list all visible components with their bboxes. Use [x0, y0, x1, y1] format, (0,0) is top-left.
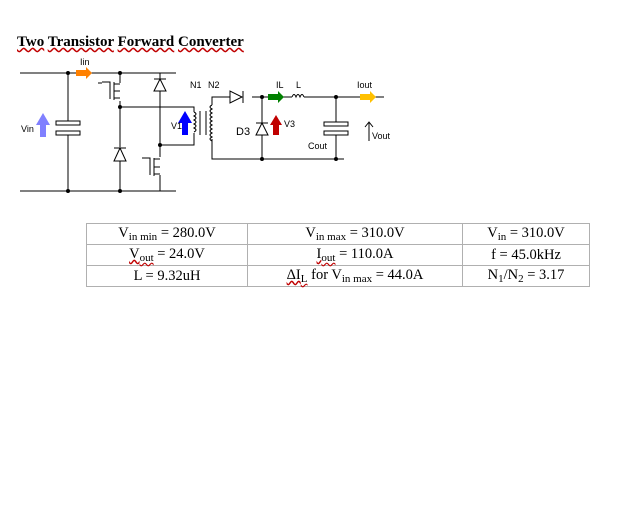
cell-subscript: out [139, 252, 154, 264]
label-v3: V3 [284, 119, 295, 129]
vout-arrow [364, 121, 374, 141]
cell-text: ΔI [286, 267, 301, 283]
table-cell: Vin max = 310.0V [247, 223, 463, 245]
v1-arrow [178, 111, 192, 135]
cell-text: = 280.0V [157, 225, 216, 241]
cell-text: I [316, 246, 322, 262]
cell-subscript: in max [315, 231, 347, 243]
junction-dots [66, 71, 338, 193]
cell-text: = 110.0A [335, 246, 394, 262]
table-cell: Vout = 24.0V [86, 244, 248, 266]
cell-subscript: in min [128, 231, 158, 243]
cell-text: f = 45.0kHz [491, 246, 561, 263]
label-n1: N1 [190, 80, 202, 90]
cell-text: L = 9.32uH [133, 267, 201, 284]
cell-text: = 310.0V [346, 225, 405, 241]
label-cout: Cout [308, 141, 328, 151]
rectifier-diode [229, 90, 244, 104]
transformer [192, 104, 214, 142]
page-title: Two Transistor Forward Converter [17, 34, 244, 51]
cell-subscript: in [497, 231, 507, 243]
cell-text: V [305, 225, 316, 241]
cell-subscript: out [321, 252, 336, 264]
q1-mosfet [98, 81, 120, 100]
cell-subscript: L [300, 273, 308, 285]
table-row: L = 9.32uH ΔIL for Vin max = 44.0A N1/N2… [86, 265, 590, 287]
label-il: IL [276, 80, 284, 90]
table-cell: f = 45.0kHz [462, 244, 590, 266]
label-iin: Iin [80, 57, 90, 67]
parameter-table: Vin min = 280.0V Vin max = 310.0V Vin = … [86, 223, 590, 287]
d2-diode [113, 146, 127, 162]
table-cell: Vin min = 280.0V [86, 223, 248, 245]
title-word-2: Transistor [47, 34, 114, 50]
q2-mosfet [142, 157, 160, 176]
label-vin: Vin [21, 124, 34, 134]
d1-diode [153, 77, 167, 92]
cell-text: = 24.0V [153, 246, 205, 262]
label-vout: Vout [372, 131, 391, 141]
cell-text: = 3.17 [523, 267, 565, 283]
label-v1: V1 [171, 121, 182, 131]
cell-text: /N [503, 267, 519, 283]
title-word-4: Converter [178, 34, 244, 50]
table-cell: Vin = 310.0V [462, 223, 590, 245]
title-word-3: Forward [117, 34, 175, 50]
cell-text: V [487, 225, 498, 241]
converter-schematic: Iin N1 N2 IL L Iout Vin V1 D3 V3 Cout Vo… [20, 57, 391, 193]
vin-arrow [36, 113, 50, 137]
cell-text: V [129, 246, 140, 262]
d1-branch-wire [159, 73, 195, 146]
cell-text: = 44.0A [372, 267, 424, 283]
il-arrow [268, 91, 284, 103]
cell-subscript: 1 [498, 273, 504, 285]
table-row: Vin min = 280.0V Vin max = 310.0V Vin = … [86, 223, 590, 245]
label-l: L [296, 80, 301, 90]
cell-text: = 310.0V [506, 225, 565, 241]
d3-diode [255, 121, 269, 136]
table-cell: ΔIL for Vin max = 44.0A [247, 265, 463, 287]
cell-text: V [118, 225, 129, 241]
cin-capacitor [55, 120, 81, 136]
title-word-1: Two [17, 34, 45, 50]
table-row: Vout = 24.0V Iout = 110.0A f = 45.0kHz [86, 244, 590, 266]
node-a-wire [119, 101, 195, 112]
cell-subscript: 2 [518, 273, 524, 285]
cell-text: N [487, 267, 499, 283]
inductor [291, 94, 305, 99]
table-cell: L = 9.32uH [86, 265, 248, 287]
cout-capacitor [323, 121, 349, 136]
v3-arrow [270, 115, 282, 135]
label-n2: N2 [208, 80, 220, 90]
table-cell: N1/N2 = 3.17 [462, 265, 590, 287]
label-d3: D3 [236, 126, 250, 138]
label-iout: Iout [357, 80, 373, 90]
cell-subscript: in max [341, 273, 373, 285]
table-cell: Iout = 110.0A [247, 244, 463, 266]
iout-arrow [360, 91, 376, 103]
cell-text: for V [307, 267, 342, 283]
iin-arrow [76, 67, 92, 79]
